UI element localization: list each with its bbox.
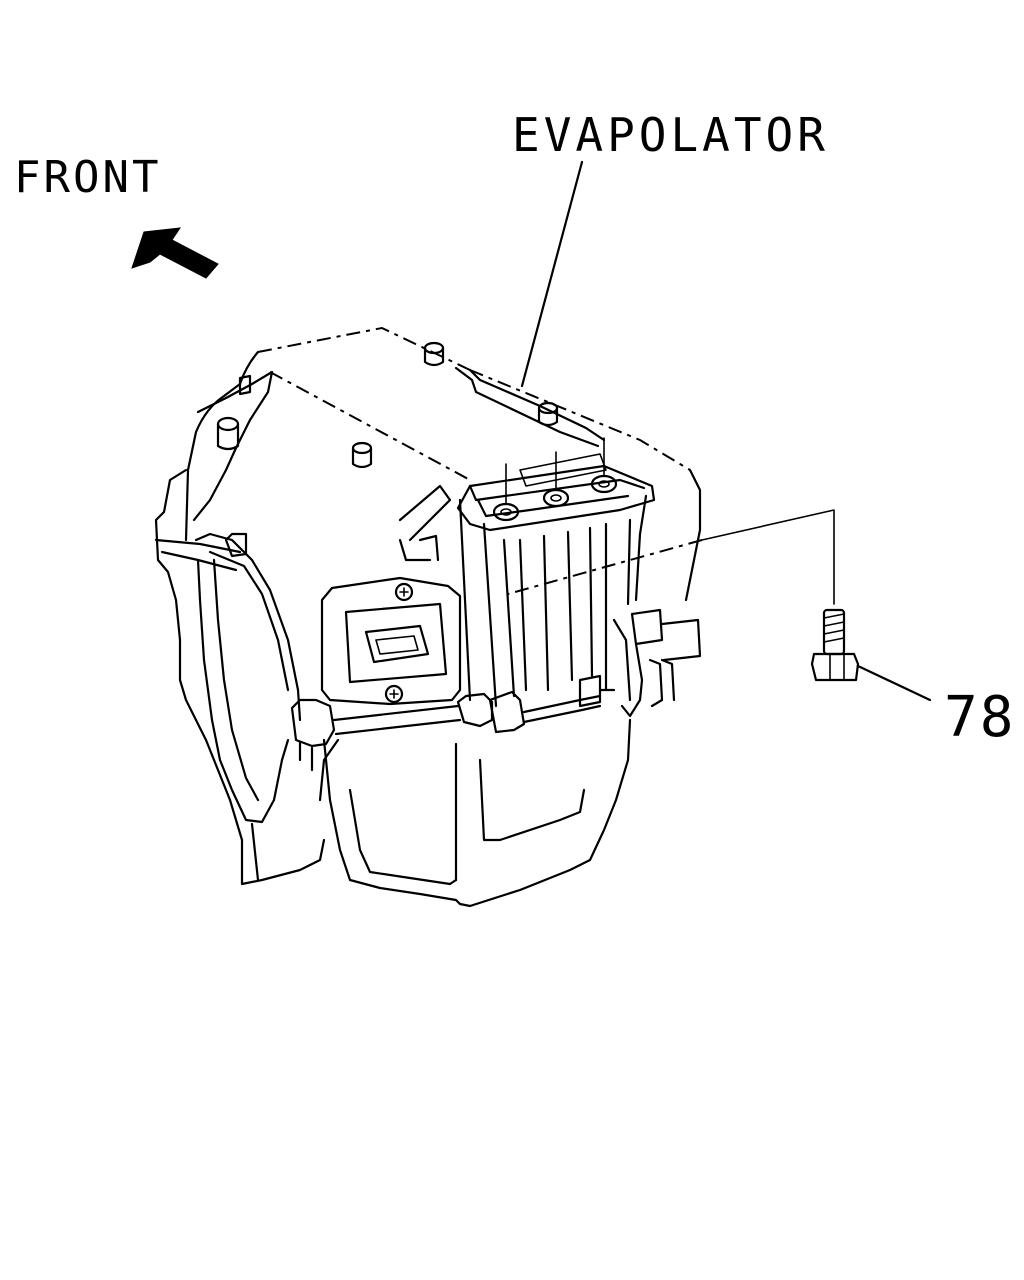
connector-bracket xyxy=(578,608,702,718)
bolt-leader xyxy=(507,509,835,605)
bolt-icon xyxy=(810,608,860,682)
part-78-leader-line xyxy=(856,664,932,702)
mounting-posts xyxy=(216,341,559,469)
front-arrow-icon xyxy=(131,227,219,279)
front-direction-label: FRONT xyxy=(14,152,162,203)
blower-resistor xyxy=(320,576,462,706)
evaporator-callout-label: EVAPOLATOR xyxy=(512,108,829,162)
evaporator-leader-line xyxy=(520,160,584,388)
evaporator-ports xyxy=(492,437,618,522)
evaporator-housing xyxy=(154,326,702,908)
part-number-callout: 78 xyxy=(944,685,1016,750)
